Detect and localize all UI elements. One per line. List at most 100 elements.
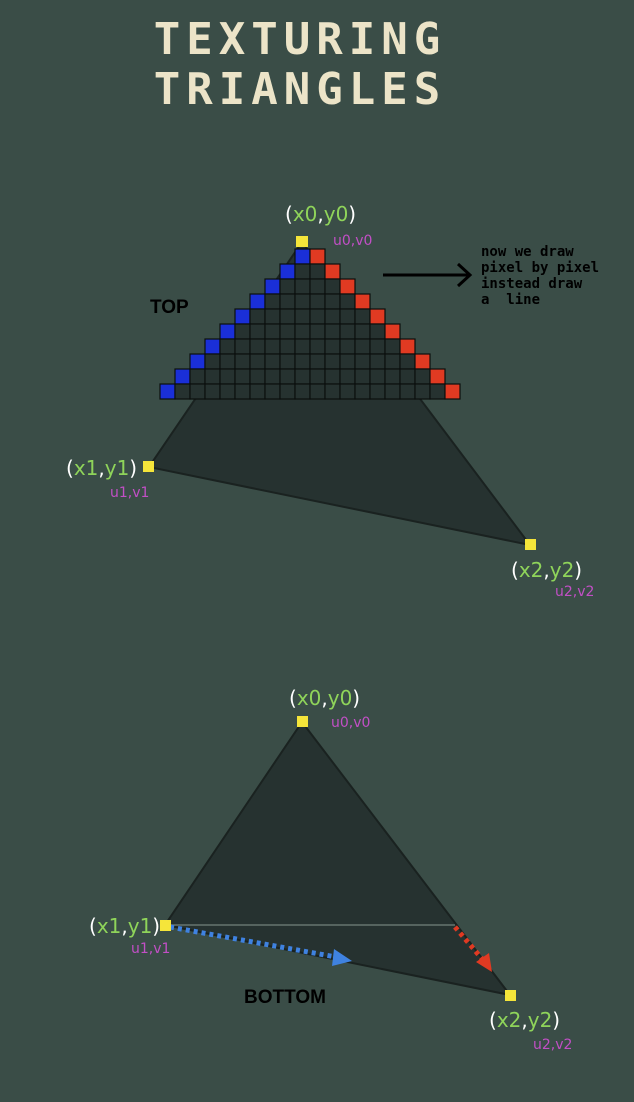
interior-pixel [354,368,371,385]
interior-pixel [384,353,401,370]
interior-pixel [309,263,326,280]
interior-pixel [294,353,311,370]
right-edge-pixel [444,383,461,400]
bottom-v2-uv: u2,v2 [533,1037,573,1053]
bottom-vertex-0 [297,716,308,727]
left-edge-pixel [219,323,236,340]
interior-pixel [219,368,236,385]
blue-arrow [169,924,352,966]
interior-pixel [309,293,326,310]
top-section-label: TOP [150,297,189,318]
interior-pixel [324,368,341,385]
interior-pixel [264,338,281,355]
title-line-2: TRIANGLES [153,64,447,115]
top-v0-uv: u0,v0 [333,233,373,249]
interior-pixel [204,383,221,400]
interior-pixel [279,278,296,295]
interior-pixel [189,383,206,400]
interior-pixel [294,293,311,310]
interior-pixel [294,278,311,295]
bottom-v0-label: (x0,y0) [289,686,361,710]
bottom-v1-label: (x1,y1) [89,914,161,938]
right-edge-pixel [384,323,401,340]
left-edge-pixel [249,293,266,310]
interior-pixel [294,263,311,280]
interior-pixel [399,353,416,370]
note-line: instead draw [481,276,583,292]
interior-pixel [309,368,326,385]
right-edge-pixel [399,338,416,355]
right-edge-pixel [339,278,356,295]
pixel-grid [159,248,461,400]
interior-pixel [264,308,281,325]
interior-pixel [309,338,326,355]
interior-pixel [279,368,296,385]
interior-pixel [264,353,281,370]
interior-pixel [219,353,236,370]
top-v1-label: (x1,y1) [66,456,138,480]
interior-pixel [384,383,401,400]
bottom-vertex-2 [505,990,516,1001]
interior-pixel [279,338,296,355]
interior-pixel [219,338,236,355]
interior-pixel [294,368,311,385]
interior-pixel [234,338,251,355]
interior-pixel [369,338,386,355]
right-edge-pixel [369,308,386,325]
interior-pixel [324,278,341,295]
left-edge-pixel [204,338,221,355]
interior-pixel [219,383,236,400]
interior-pixel [279,323,296,340]
interior-pixel [354,383,371,400]
interior-pixel [369,368,386,385]
left-edge-pixel [279,263,296,280]
bottom-v0-uv: u0,v0 [331,715,371,731]
interior-pixel [294,308,311,325]
interior-pixel [309,383,326,400]
interior-pixel [324,308,341,325]
left-edge-pixel [264,278,281,295]
interior-pixel [324,293,341,310]
interior-pixel [204,353,221,370]
top-v1-uv: u1,v1 [110,485,150,501]
interior-pixel [324,353,341,370]
interior-pixel [324,323,341,340]
top-vertex-1 [143,461,154,472]
interior-pixel [234,368,251,385]
interior-pixel [369,353,386,370]
interior-pixel [354,323,371,340]
interior-pixel [264,368,281,385]
interior-pixel [324,383,341,400]
interior-pixel [204,368,221,385]
interior-pixel [249,338,266,355]
interior-pixel [339,308,356,325]
left-edge-pixel [294,248,311,265]
note-line: pixel by pixel [481,260,600,276]
interior-pixel [234,383,251,400]
interior-pixel [354,353,371,370]
interior-pixel [279,308,296,325]
interior-pixel [294,323,311,340]
interior-pixel [309,323,326,340]
red-arrow [453,925,492,972]
bottom-v2-label: (x2,y2) [489,1008,561,1032]
left-edge-pixel [234,308,251,325]
interior-pixel [234,323,251,340]
left-edge-pixel [174,368,191,385]
interior-pixel [339,293,356,310]
right-edge-pixel [354,293,371,310]
interior-pixel [279,293,296,310]
interior-pixel [249,383,266,400]
interior-pixel [384,338,401,355]
interior-pixel [249,368,266,385]
right-edge-pixel [414,353,431,370]
interior-pixel [294,338,311,355]
interior-pixel [249,323,266,340]
interior-pixel [414,368,431,385]
interior-pixel [369,383,386,400]
right-edge-pixel [324,263,341,280]
note-arrow [383,262,473,288]
top-v2-label: (x2,y2) [511,558,583,582]
